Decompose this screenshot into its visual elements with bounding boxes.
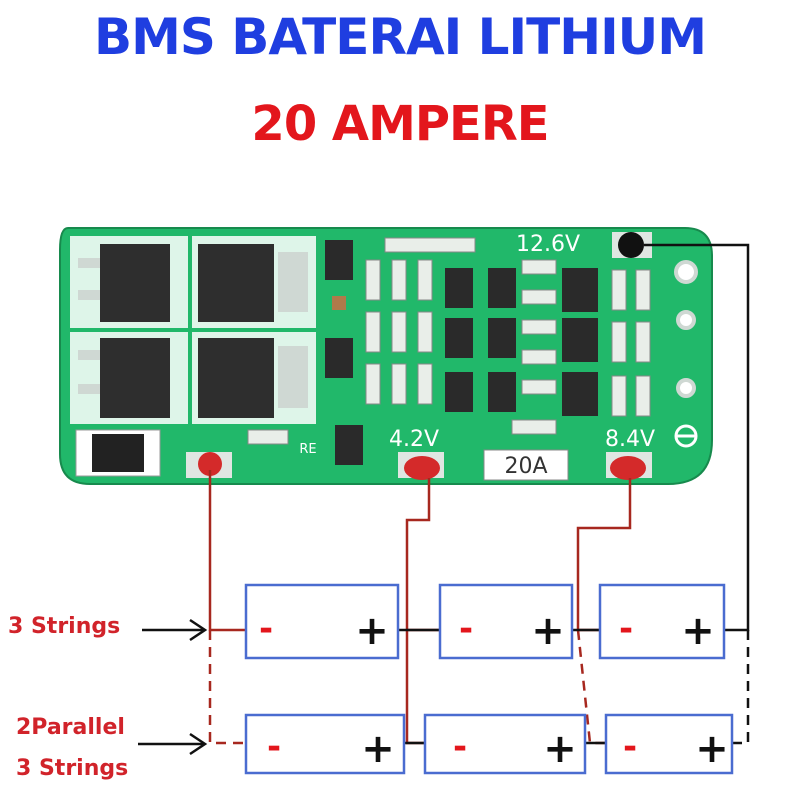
battery-cell: - +: [423, 713, 587, 775]
page-title: BMS BATERAI LITHIUM: [93, 8, 707, 66]
cell-plus: +: [361, 726, 395, 772]
cell-minus: -: [459, 609, 473, 649]
cell-minus: -: [623, 727, 637, 767]
mosfet-icon: [192, 236, 316, 328]
mounting-hole-icon: [676, 378, 696, 398]
solder-dot-4v2: [404, 456, 440, 480]
cell-plus: +: [681, 608, 715, 654]
cell-minus: -: [259, 609, 273, 649]
cell-plus: +: [543, 726, 577, 772]
cell-plus: +: [531, 608, 565, 654]
mosfet-icon: [70, 236, 188, 328]
shunt-resistor-icon: [75, 429, 161, 477]
battery-cell: - +: [438, 583, 574, 660]
mounting-hole-icon: [674, 260, 698, 284]
label-three-strings: 3 Strings: [8, 614, 121, 639]
arrow-icon: [138, 732, 208, 756]
bms-pcb-board: 20A 12.6V 4.2V 8.4V RE: [59, 227, 713, 485]
voltage-label-8v4: 8.4V: [605, 427, 655, 452]
smd-components-icon: [247, 237, 651, 465]
rating-label: 20A: [504, 454, 547, 479]
mounting-hole-icon: [676, 310, 696, 330]
re-label: RE: [299, 442, 316, 457]
voltage-label-12v6: 12.6V: [516, 232, 580, 257]
cell-minus: -: [453, 727, 467, 767]
battery-cell: - +: [598, 583, 726, 660]
cell-plus: +: [355, 608, 389, 654]
voltage-label-4v2: 4.2V: [389, 427, 439, 452]
label-parallel-line2: 3 Strings: [16, 756, 129, 781]
bplus-wires: [398, 243, 750, 745]
label-parallel-line1: 2Parallel: [16, 715, 125, 740]
solder-dot-bminus: [198, 452, 222, 476]
rating-box: [483, 449, 569, 481]
cell-minus: -: [619, 609, 633, 649]
battery-cell: - +: [604, 713, 734, 775]
mosfet-icon: [70, 332, 188, 424]
battery-cell: - +: [244, 583, 400, 660]
cell-minus: -: [267, 727, 281, 767]
cell-plus: +: [695, 726, 729, 772]
arrow-icon: [142, 618, 208, 642]
page-subtitle: 20 AMPERE: [251, 96, 549, 152]
solder-dot-12v6: [618, 232, 644, 258]
battery-cell: - +: [244, 713, 406, 775]
mosfet-icon: [192, 332, 316, 424]
solder-dot-8v4: [610, 456, 646, 480]
